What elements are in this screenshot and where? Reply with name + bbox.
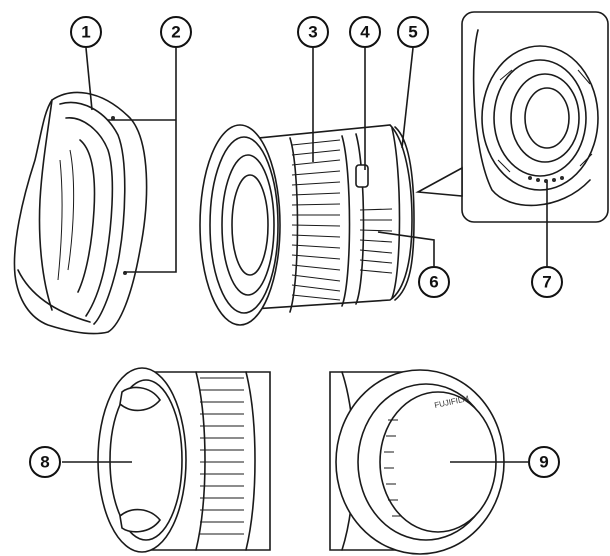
callout-8: 8 [29, 446, 61, 478]
callout-4: 4 [349, 16, 381, 48]
callout-1-label: 1 [81, 23, 90, 42]
lens-mount-detail-illustration [415, 11, 609, 223]
callout-2: 2 [160, 16, 192, 48]
aperture-ring-ribs [359, 208, 393, 274]
front-cap-illustration [97, 367, 271, 553]
callout-7-label: 7 [542, 273, 551, 292]
zoom-ring-ribs [291, 139, 341, 301]
rear-cap-illustration: FUJIFILM [329, 369, 505, 555]
lens-hood-illustration [13, 91, 148, 335]
lens-body-illustration [199, 124, 415, 326]
callout-9: 9 [528, 446, 560, 478]
callout-9-label: 9 [539, 453, 548, 472]
callout-1: 1 [70, 16, 102, 48]
callout-4-label: 4 [360, 23, 370, 42]
rear-cap-teeth [384, 419, 402, 517]
callout-5-label: 5 [408, 23, 417, 42]
callout-6: 6 [418, 266, 450, 298]
leader-lines [62, 47, 548, 463]
callout-3: 3 [297, 16, 329, 48]
callout-8-label: 8 [40, 453, 49, 472]
callout-6-label: 6 [429, 273, 438, 292]
callout-2-label: 2 [171, 23, 180, 42]
callout-7: 7 [531, 266, 563, 298]
callout-3-label: 3 [308, 23, 317, 42]
callout-5: 5 [397, 16, 429, 48]
front-barrel-ribs [200, 377, 244, 535]
